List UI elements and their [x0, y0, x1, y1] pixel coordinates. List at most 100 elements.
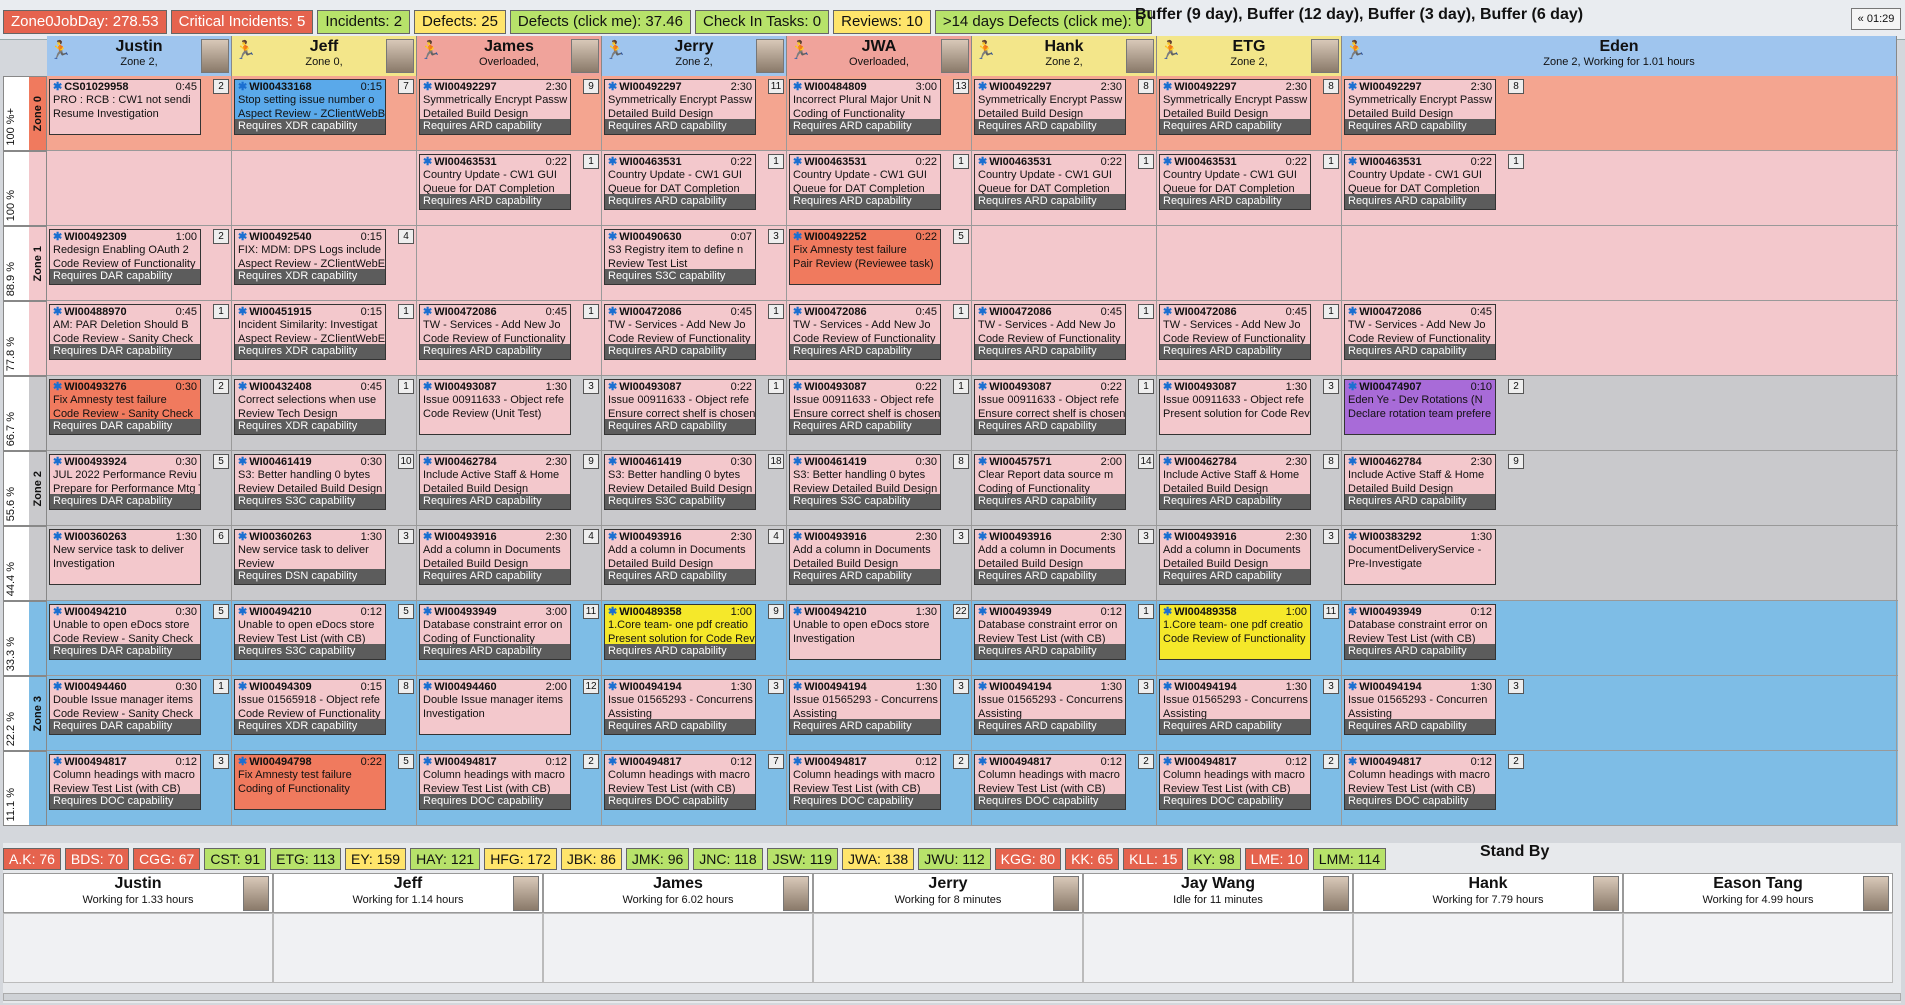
team-badge[interactable]: CST: 91: [204, 848, 267, 870]
timer-button[interactable]: « 01:29: [1851, 8, 1901, 30]
metric-button[interactable]: Reviews: 10: [833, 10, 931, 34]
metric-button[interactable]: Incidents: 2: [317, 10, 411, 34]
team-badge[interactable]: JMK: 96: [625, 848, 690, 870]
team-badge[interactable]: BDS: 70: [64, 848, 130, 870]
team-badge[interactable]: HFG: 172: [484, 848, 557, 870]
team-badge[interactable]: KLL: 15: [1123, 848, 1184, 870]
team-badge[interactable]: JWA: 138: [842, 848, 915, 870]
team-badge[interactable]: JSW: 119: [766, 848, 839, 870]
team-badge[interactable]: ETG: 113: [270, 848, 342, 870]
team-badge[interactable]: EY: 159: [345, 848, 407, 870]
metric-button[interactable]: Critical Incidents: 5: [170, 10, 314, 34]
team-badge[interactable]: KK: 65: [1065, 848, 1120, 870]
metric-button[interactable]: Zone0JobDay: 278.53: [3, 10, 167, 34]
metric-button[interactable]: Defects: 25: [414, 10, 506, 34]
team-badge[interactable]: KY: 98: [1187, 848, 1241, 870]
team-badge[interactable]: A.K: 76: [3, 848, 61, 870]
team-badge[interactable]: JWU: 112: [918, 848, 991, 870]
team-badge[interactable]: KGG: 80: [994, 848, 1062, 870]
metric-button[interactable]: Defects (click me): 37.46: [509, 10, 691, 34]
team-badge[interactable]: HAY: 121: [410, 848, 481, 870]
team-badge[interactable]: CGG: 67: [133, 848, 201, 870]
metric-button[interactable]: >14 days Defects (click me): 0: [934, 10, 1153, 34]
team-badge[interactable]: JNC: 118: [693, 848, 763, 870]
